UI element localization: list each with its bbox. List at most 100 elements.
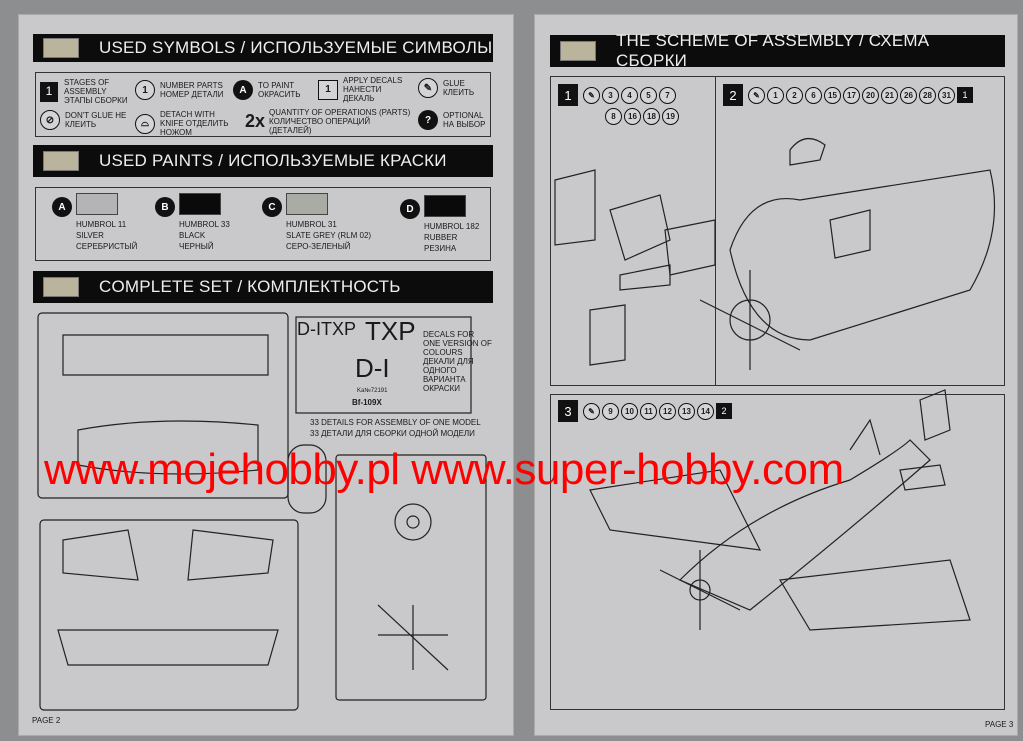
- symbol-number: 1 NUMBER PARTS НОМЕР ДЕТАЛИ: [135, 80, 227, 100]
- previous-step-ref: 2: [716, 403, 732, 419]
- part-number: 7: [659, 86, 676, 104]
- page-number-right: PAGE 3: [985, 720, 1014, 729]
- part-number: 19: [662, 108, 679, 125]
- complete-set-header: COMPLETE SET / КОМПЛЕКТНОСТЬ: [33, 271, 493, 303]
- step-3-parts: 3 ✎ 9 10 11 12 13 14 2: [558, 400, 735, 422]
- part-number: 26: [900, 86, 917, 104]
- amodel-logo: [43, 151, 79, 171]
- decal-kit-number: Ka№72191: [357, 388, 388, 394]
- no-glue-icon: ⊘: [40, 110, 60, 130]
- paint-name-ru: ЧЕРНЫЙ: [179, 242, 214, 251]
- paint-name-ru: СЕРЕБРИСТЫЙ: [76, 242, 138, 251]
- part-number: 10: [621, 402, 638, 420]
- paint-c: C HUMBROL 31 SLATE GREY (RLM 02) СЕРО-ЗЕЛЕН…: [262, 193, 371, 252]
- symbol-label: STAGES OF ASSEMBLY ЭТАПЫ СБОРКИ: [64, 78, 128, 105]
- decal-note: DECALS FOR ONE VERSION OF COLOURS ДЕКАЛИ…: [423, 330, 492, 393]
- symbol-label: NUMBER PARTS НОМЕР ДЕТАЛИ: [160, 81, 224, 99]
- symbol-glue: ✎ GLUE КЛЕИТЬ: [418, 78, 488, 98]
- part-number: 31: [938, 86, 955, 104]
- decal-model: Bf-109X: [352, 398, 382, 407]
- symbol-label: GLUE КЛЕИТЬ: [443, 79, 475, 97]
- optional-icon: ?: [418, 110, 438, 130]
- part-number: 3: [602, 86, 619, 104]
- paint-icon: D: [400, 199, 420, 219]
- paint-name: RUBBER: [424, 233, 458, 242]
- glue-icon: ✎: [418, 78, 438, 98]
- paint-a: A HUMBROL 11 SILVER СЕРЕБРИСТЫЙ: [52, 193, 137, 252]
- part-number: 21: [881, 86, 898, 104]
- paint-icon: B: [155, 197, 175, 217]
- paint-icon: A: [52, 197, 72, 217]
- part-number: 18: [643, 108, 660, 125]
- symbol-no-glue: ⊘ DON'T GLUE НЕ КЛЕИТЬ: [40, 110, 130, 130]
- part-number: 13: [678, 402, 695, 420]
- section-title: USED PAINTS / ИСПОЛЬЗУЕМЫЕ КРАСКИ: [99, 151, 447, 170]
- decal-icon: 1: [318, 79, 338, 100]
- symbol-label: DON'T GLUE НЕ КЛЕИТЬ: [65, 111, 127, 129]
- step-number: 3: [558, 400, 578, 422]
- symbol-stage: 1 STAGES OF ASSEMBLY ЭТАПЫ СБОРКИ: [40, 78, 128, 105]
- part-number: 5: [640, 86, 657, 104]
- step-2-parts: 2 ✎ 1 2 6 15 17 20 21 26 28 31 1: [723, 84, 1008, 106]
- part-number: 2: [786, 86, 803, 104]
- color-swatch: [424, 195, 466, 217]
- stage-square-icon: 1: [40, 81, 58, 102]
- previous-step-ref: 1: [957, 87, 973, 103]
- paint-name-ru: РЕЗИНА: [424, 244, 457, 253]
- paint-code: HUMBROL 31: [286, 220, 337, 229]
- paint-code: HUMBROL 182: [424, 222, 480, 231]
- part-number: 6: [805, 86, 822, 104]
- step-number: 2: [723, 84, 743, 106]
- used-paints-header: USED PAINTS / ИСПОЛЬЗУЕМЫЕ КРАСКИ: [33, 145, 493, 177]
- section-title: COMPLETE SET / КОМПЛЕКТНОСТЬ: [99, 277, 401, 296]
- paint-code: HUMBROL 33: [179, 220, 230, 229]
- paint-name-ru: СЕРО-ЗЕЛЕНЫЙ: [286, 242, 351, 251]
- part-number: 12: [659, 402, 676, 420]
- symbol-knife: ⌓DETACH WITH KNIFE ОТДЕЛИТЬ НОЖОМ: [135, 110, 240, 137]
- paint-name: SLATE GREY (RLM 02): [286, 231, 372, 240]
- color-swatch: [76, 193, 118, 215]
- symbol-label: TO PAINT ОКРАСИТЬ: [258, 81, 301, 99]
- page-number-left: PAGE 2: [32, 716, 61, 725]
- details-count-ru: 33 ДЕТАЛИ ДЛЯ СБОРКИ ОДНОЙ МОДЕЛИ: [310, 429, 475, 438]
- symbol-label: DETACH WITH KNIFE ОТДЕЛИТЬ НОЖОМ: [160, 110, 229, 137]
- part-number: 28: [919, 86, 936, 104]
- step-3-box: [550, 394, 1005, 710]
- color-swatch: [286, 193, 328, 215]
- symbol-paint: A TO PAINT ОКРАСИТЬ: [233, 80, 313, 100]
- used-symbols-header: USED SYMBOLS / ИСПОЛЬЗУЕМЫЕ СИМВОЛЫ: [33, 34, 493, 62]
- part-number: 9: [602, 402, 619, 420]
- details-count-en: 33 DETAILS FOR ASSEMBLY OF ONE MODEL: [310, 418, 481, 427]
- symbol-label: APPLY DECALS НАНЕСТИ ДЕКАЛЬ: [343, 76, 403, 103]
- step-number: 1: [558, 84, 578, 106]
- decal-registration-1: D-ITXP: [297, 319, 357, 339]
- part-number: 20: [862, 86, 879, 104]
- paint-name: SILVER: [76, 231, 104, 240]
- sprue-diagrams: [37, 312, 487, 711]
- paint-icon: A: [233, 80, 253, 100]
- part-number: 15: [824, 86, 841, 104]
- amodel-logo: [43, 38, 79, 58]
- symbol-optional: ? OPTIONAL НА ВЫБОР: [418, 110, 488, 130]
- symbols-legend: [35, 72, 491, 137]
- paint-icon: C: [262, 197, 282, 217]
- paints-legend: [35, 187, 491, 261]
- part-number-circle-icon: 1: [135, 80, 155, 100]
- symbol-label: OPTIONAL НА ВЫБОР: [443, 111, 486, 129]
- paint-code: HUMBROL 11: [76, 220, 127, 229]
- color-swatch: [179, 193, 221, 215]
- paint-name: BLACK: [179, 231, 206, 240]
- amodel-logo: [43, 277, 79, 297]
- step-1-parts: 1 ✎ 3 4 5 7 8 16 18 19: [558, 84, 698, 125]
- assembly-header: THE SCHEME OF ASSEMBLY / СХЕМА СБОРКИ: [550, 31, 1005, 70]
- part-number: 16: [624, 108, 641, 125]
- part-number: 1: [767, 86, 784, 104]
- glue-icon: ✎: [583, 86, 600, 104]
- section-title: THE SCHEME OF ASSEMBLY / СХЕМА СБОРКИ: [615, 31, 930, 70]
- right-page: [534, 14, 1018, 736]
- paint-b: B HUMBROL 33 BLACK ЧЕРНЫЙ: [155, 193, 230, 252]
- section-title: USED SYMBOLS / ИСПОЛЬЗУЕМЫЕ СИМВОЛЫ: [99, 38, 493, 57]
